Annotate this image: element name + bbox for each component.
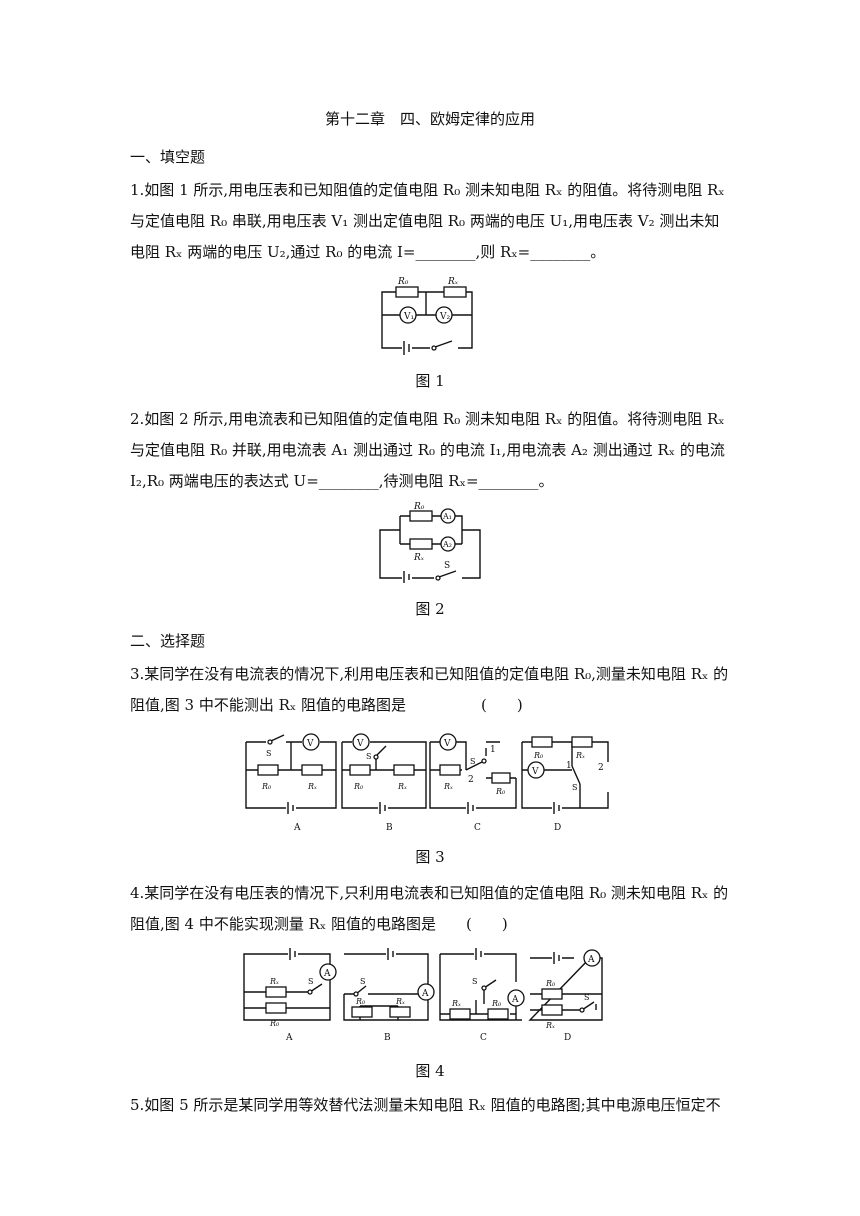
svg-text:A: A (511, 995, 519, 1005)
svg-text:S: S (470, 757, 475, 766)
svg-text:A: A (285, 1033, 293, 1043)
svg-text:D: D (564, 1033, 571, 1043)
voltmeter-v2 (435, 306, 453, 324)
svg-text:V₂: V₂ (439, 312, 450, 322)
svg-text:D: D (554, 823, 561, 833)
figure-2-caption: 图 2 (415, 600, 445, 618)
figure-4-option-c: A S Rₓ R₀ C (439, 948, 525, 1043)
svg-text:A: A (323, 969, 331, 979)
svg-text:1: 1 (566, 761, 572, 771)
resistor-rx (443, 286, 467, 298)
svg-text:B: B (386, 823, 393, 833)
svg-text:S: S (472, 977, 477, 986)
question-3: 3.某同学在没有电流表的情况下,利用电压表和已知阻值的定值电阻 R₀,测量未知电… (130, 665, 729, 714)
svg-text:S: S (308, 977, 313, 986)
question-2: 2.如图 2 所示,用电流表和已知阻值的定值电阻 R₀ 测未知电阻 Rₓ 的阻值… (130, 410, 725, 490)
figure-4-option-a: A S Rₓ R₀ A (243, 948, 337, 1043)
question-4: 4.某同学在没有电压表的情况下,只利用电流表和已知阻值的定值电阻 R₀ 测未知电… (130, 884, 729, 933)
svg-text:A₁: A₁ (442, 512, 452, 521)
figure-4-option-b: A S R₀ Rₓ B (343, 948, 435, 1043)
svg-text:Rₓ: Rₓ (307, 782, 317, 791)
svg-text:V: V (531, 767, 539, 777)
svg-text:R₀: R₀ (491, 999, 502, 1008)
svg-text:Rₓ: Rₓ (451, 999, 461, 1008)
svg-text:2: 2 (598, 763, 604, 773)
svg-text:1: 1 (490, 745, 496, 755)
resistor-r0 (395, 286, 419, 298)
svg-text:R₀: R₀ (353, 782, 364, 791)
svg-text:R₀: R₀ (261, 782, 272, 791)
section-multiple-choice: 二、选择题 (130, 632, 206, 650)
svg-text:C: C (474, 823, 481, 833)
svg-text:S: S (572, 783, 577, 792)
svg-text:R₀: R₀ (495, 787, 506, 796)
svg-text:S: S (360, 977, 365, 986)
svg-text:S: S (266, 749, 271, 758)
figure-3-option-a: V S R₀ Rₓ A (245, 733, 337, 833)
svg-text:R₀: R₀ (413, 502, 425, 512)
figure-1-circuit: R₀ Rₓ V₁ V₂ (381, 277, 473, 355)
svg-text:Rₓ: Rₓ (447, 277, 459, 287)
svg-text:S: S (444, 561, 450, 571)
svg-text:B: B (384, 1033, 391, 1043)
figure-1-caption: 图 1 (415, 372, 445, 390)
svg-text:Rₓ: Rₓ (413, 553, 425, 563)
svg-text:R₀: R₀ (545, 979, 556, 988)
figure-3-option-c: V 1 S 2 Rₓ R₀ C (429, 733, 517, 833)
svg-text:A₂: A₂ (442, 540, 452, 549)
question-1: 1.如图 1 所示,用电压表和已知阻值的定值电阻 R₀ 测未知电阻 Rₓ 的阻值… (130, 181, 725, 261)
figure-4-option-d: A S R₀ Rₓ D (528, 949, 603, 1043)
svg-text:2: 2 (468, 775, 474, 785)
svg-text:V: V (356, 739, 364, 749)
svg-text:Rₓ: Rₓ (395, 997, 405, 1006)
svg-text:A: A (421, 989, 429, 999)
figure-3-circuits: V S R₀ Rₓ A V S R₀ Rₓ B V 1 S 2 Rₓ R₀ C (245, 733, 609, 833)
section-fill-in: 一、填空题 (130, 148, 206, 166)
svg-text:A: A (293, 823, 301, 833)
svg-text:R₀: R₀ (355, 997, 366, 1006)
voltmeter-v1 (399, 306, 417, 324)
svg-text:Rₓ: Rₓ (575, 751, 585, 760)
figure-4-caption: 图 4 (415, 1062, 445, 1080)
figure-3-caption: 图 3 (415, 848, 445, 866)
svg-text:S: S (584, 993, 589, 1002)
svg-text:A: A (587, 955, 595, 965)
svg-text:S: S (366, 752, 371, 761)
page-title: 第十二章 四、欧姆定律的应用 (324, 110, 535, 128)
svg-text:V: V (306, 739, 314, 749)
figure-4-circuits: A S Rₓ R₀ A A S R₀ Rₓ B A S Rₓ R₀ C A (243, 948, 603, 1043)
svg-text:Rₓ: Rₓ (545, 1021, 555, 1030)
question-5: 5.如图 5 所示是某同学用等效替代法测量未知电阻 Rₓ 阻值的电路图;其中电源… (130, 1096, 721, 1114)
figure-3-option-d: V R₀ Rₓ 1 2 S D (521, 736, 609, 833)
svg-text:R₀: R₀ (269, 1019, 280, 1028)
svg-text:V₁: V₁ (403, 312, 414, 322)
svg-text:Rₓ: Rₓ (397, 782, 407, 791)
svg-text:R₀: R₀ (397, 277, 409, 287)
svg-text:V: V (443, 739, 451, 749)
figure-3-option-b: V S R₀ Rₓ B (341, 733, 427, 833)
figure-2-circuit: R₀ Rₓ A₁ A₂ S (379, 502, 481, 584)
svg-text:C: C (480, 1033, 487, 1043)
svg-text:Rₓ: Rₓ (269, 977, 279, 986)
svg-text:Rₓ: Rₓ (443, 782, 453, 791)
svg-text:R₀: R₀ (533, 751, 544, 760)
